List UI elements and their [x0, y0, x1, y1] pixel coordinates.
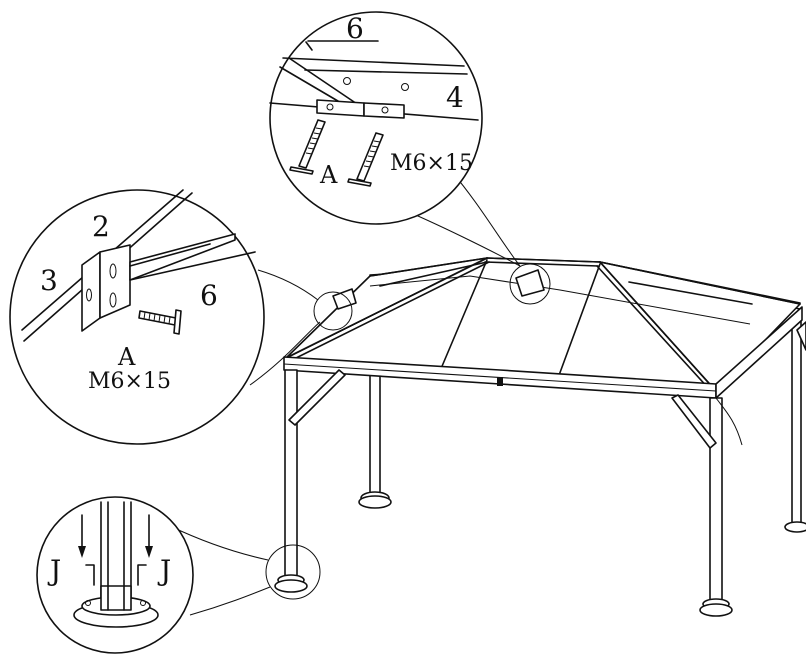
front-right-post [699, 397, 733, 617]
right-side-beam [715, 306, 803, 399]
hardware-letter-label: A [319, 161, 338, 189]
part-number-label: 3 [40, 264, 58, 297]
hardware-size-label: M6×15 [88, 369, 171, 394]
gazebo-frame [274, 257, 806, 617]
callout-left: 2 3 6 A M6×15 [9, 189, 265, 445]
callout-top: 6 4 A M6×15 [269, 11, 483, 225]
part-number-label: 2 [92, 210, 110, 243]
brace [671, 394, 717, 449]
front-left-post [274, 369, 308, 593]
bolt-icon [289, 119, 326, 175]
bolt-icon [347, 132, 384, 187]
back-right-post [784, 315, 806, 533]
bolt-icon [138, 309, 182, 335]
hardware-size-label: M6×15 [390, 151, 473, 176]
clip-label: J [157, 554, 171, 587]
brace [288, 369, 346, 426]
part-number-label: 4 [446, 81, 464, 114]
clip-label: J [47, 554, 61, 587]
part-number-label: 6 [200, 279, 218, 312]
part-number-label: 6 [346, 12, 364, 45]
callout-bottom: J J [36, 496, 194, 654]
hardware-letter-label: A [117, 343, 136, 371]
